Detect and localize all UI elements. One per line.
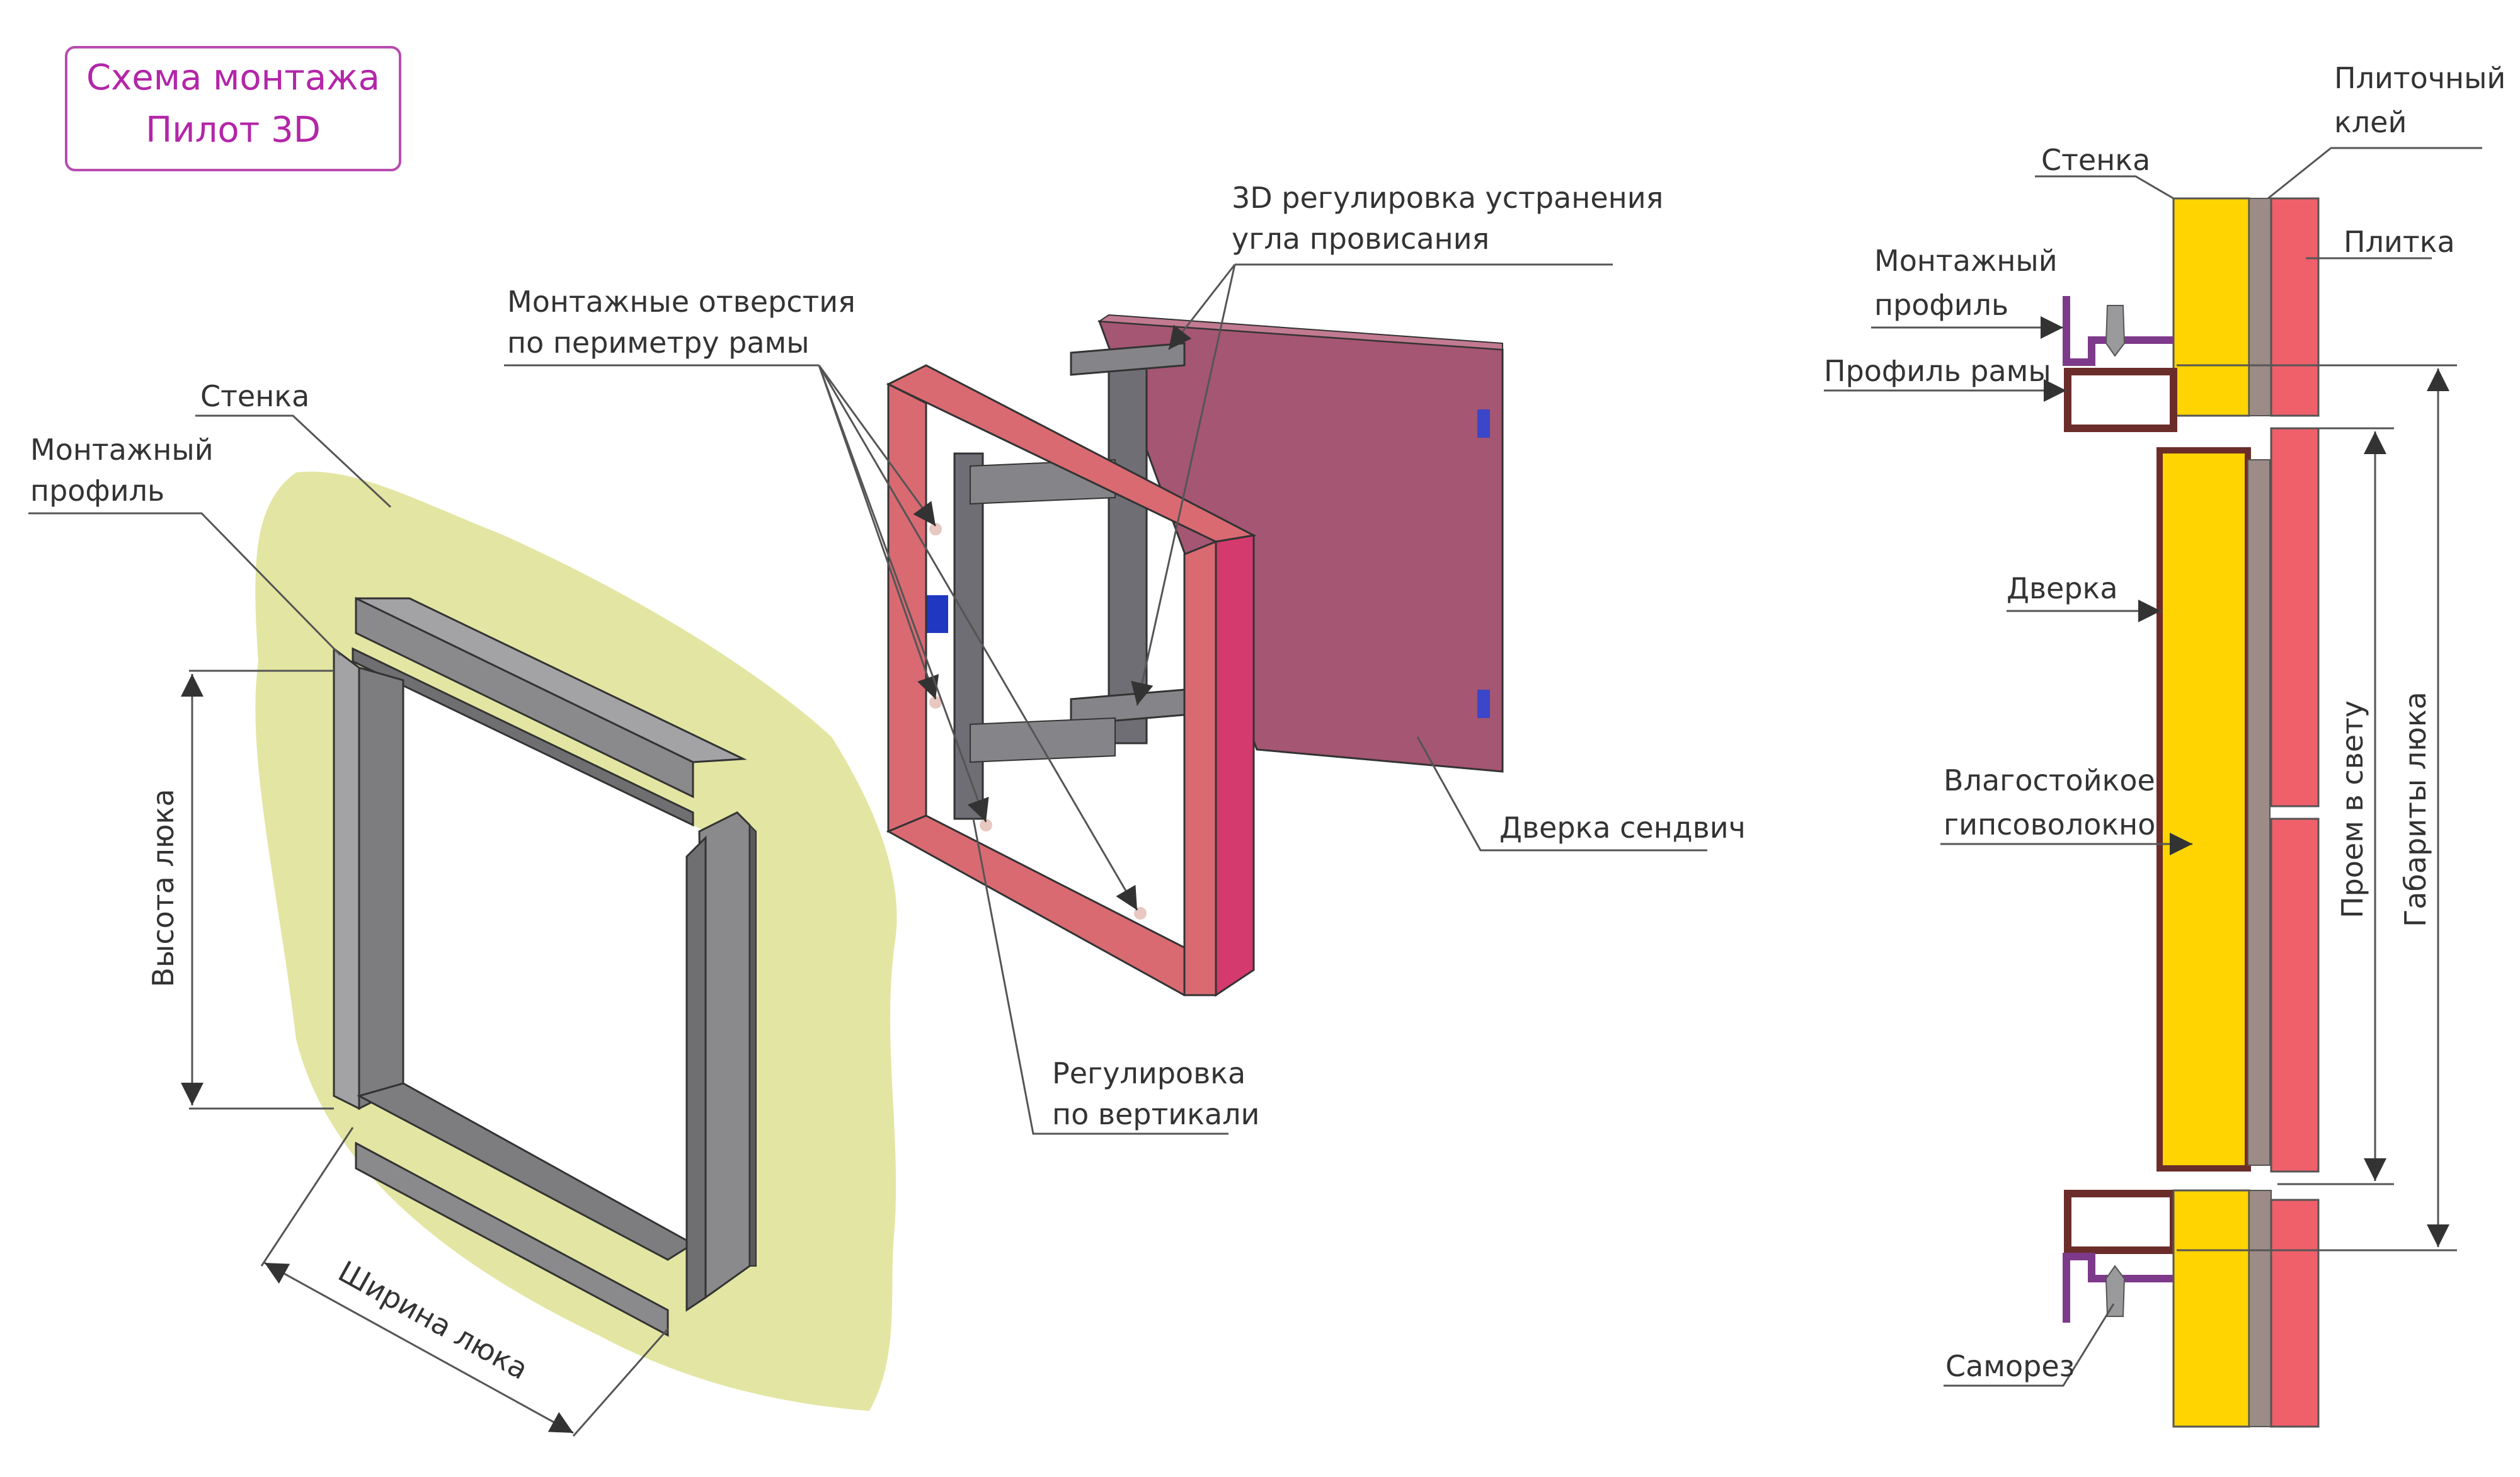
label-gvl-2: гипсоволокно	[1944, 807, 2155, 841]
label-door-sandwich: Дверка сендвич	[1499, 811, 1746, 845]
door-leaf-section	[2156, 447, 2251, 1172]
label-tile: Плитка	[2344, 225, 2455, 259]
label-vertical-1: Регулировка	[1052, 1056, 1246, 1090]
label-mount-profile-left-1: Монтажный	[30, 433, 214, 467]
label-holes-2: по периметру рамы	[507, 326, 810, 360]
label-tile-glue-2: клей	[2334, 105, 2407, 139]
label-door-right: Дверка	[2007, 571, 2118, 605]
tile-top	[2270, 197, 2320, 417]
label-3d-adjust-1: 3D регулировка устранения	[1232, 181, 1663, 215]
label-gvl-1: Влагостойкое	[1944, 763, 2155, 797]
label-opening: Проем в свету	[2335, 700, 2369, 918]
title-line-1: Схема монтажа	[86, 57, 380, 98]
label-vertical-2: по вертикали	[1052, 1097, 1259, 1131]
left-view: Стенка Монтажный профиль Высота люка Шир…	[28, 379, 897, 1437]
center-view: Монтажные отверстия по периметру рамы 3D…	[504, 181, 1746, 1135]
right-view: Плиточный клей Стенка Плитка Монтажный п…	[1824, 61, 2506, 1428]
label-height: Высота люка	[146, 789, 180, 987]
wall-section-top	[2172, 197, 2250, 417]
label-overall: Габариты люка	[2398, 692, 2432, 927]
label-mount-profile-right-1: Монтажный	[1874, 244, 2058, 278]
label-wall-left: Стенка	[200, 379, 309, 413]
label-mount-profile-left-2: профиль	[30, 474, 164, 508]
label-screw: Саморез	[1945, 1349, 2075, 1383]
title-box: Схема монтажа Пилот 3D	[65, 46, 401, 171]
frame-bottom	[886, 814, 1218, 996]
label-mount-profile-right-2: профиль	[1874, 288, 2008, 322]
label-frame-profile: Профиль рамы	[1824, 354, 2051, 388]
label-wall-right: Стенка	[2041, 143, 2150, 177]
label-tile-glue-1: Плиточный	[2334, 61, 2506, 95]
title-line-2: Пилот 3D	[146, 110, 321, 151]
label-holes-1: Монтажные отверстия	[507, 285, 856, 319]
frame-right	[1215, 534, 1255, 997]
label-3d-adjust-2: угла провисания	[1232, 222, 1489, 256]
